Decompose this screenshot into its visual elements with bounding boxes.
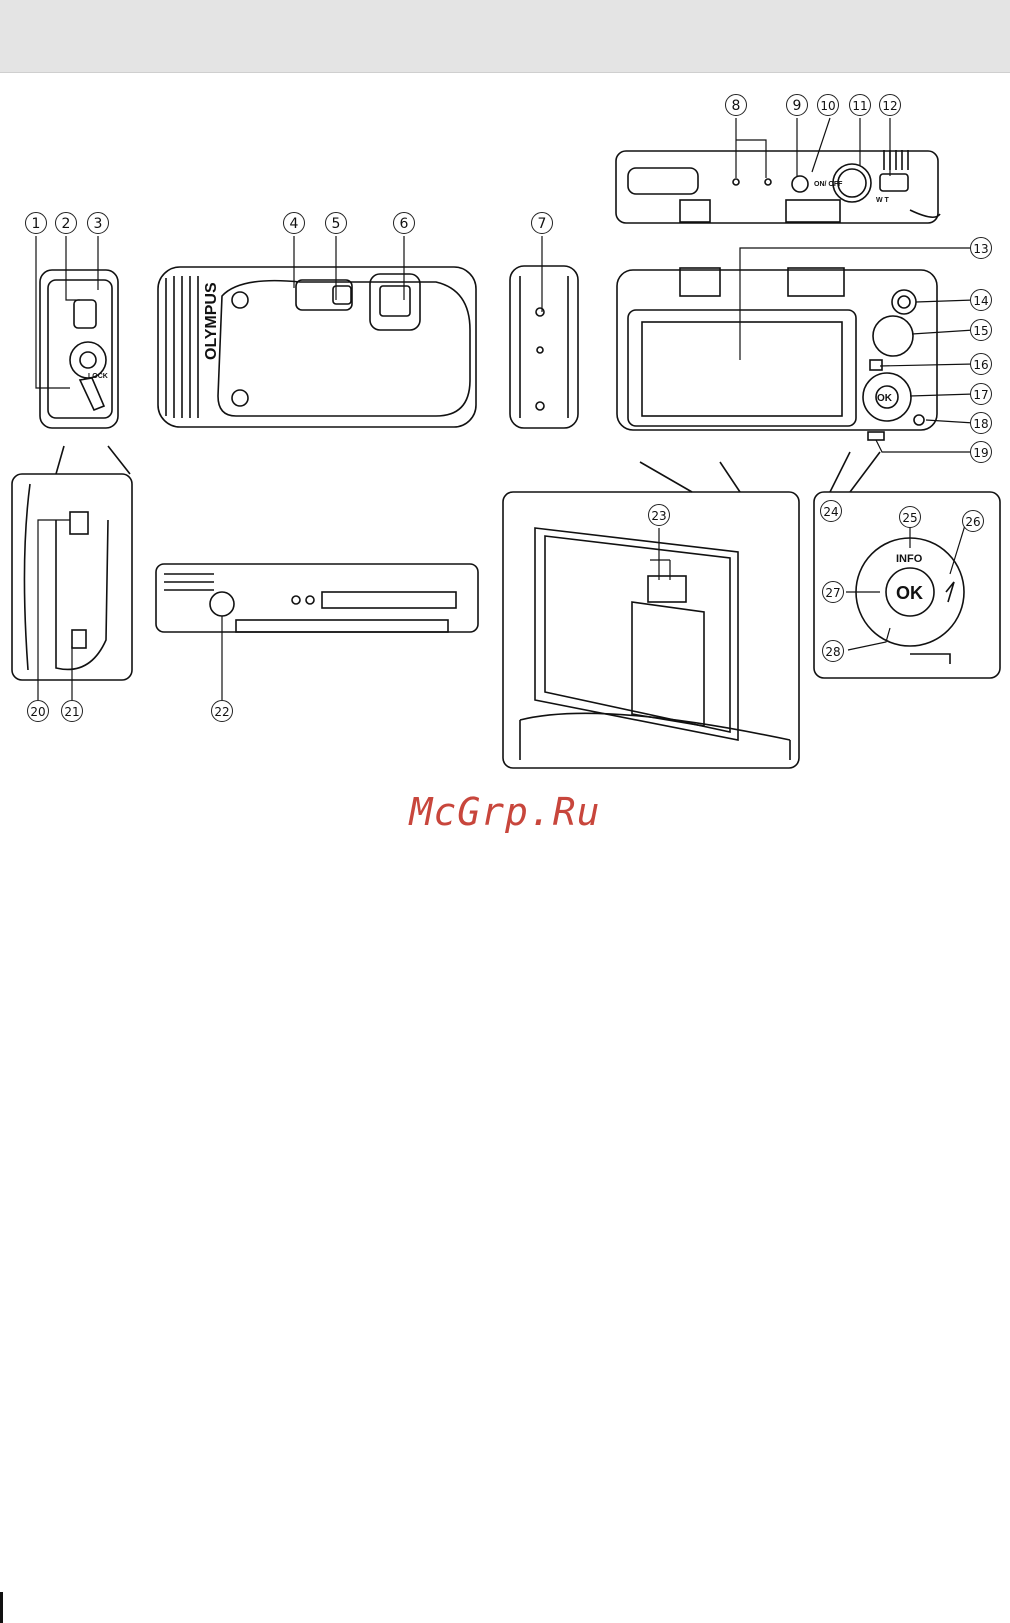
callout-10: 10 bbox=[817, 94, 839, 116]
info-label: INFO bbox=[896, 553, 923, 565]
callout-4: 4 bbox=[283, 212, 305, 234]
camera-back-view: OK bbox=[617, 268, 937, 440]
callout-9: 9 bbox=[786, 94, 808, 116]
callout-5: 5 bbox=[325, 212, 347, 234]
callout-26: 26 bbox=[962, 510, 984, 532]
ok-label-small: OK bbox=[877, 393, 893, 404]
callout-7: 7 bbox=[531, 212, 553, 234]
page-edge-mark bbox=[0, 1592, 3, 1623]
callout-3: 3 bbox=[87, 212, 109, 234]
callout-12: 12 bbox=[879, 94, 901, 116]
callout-25: 25 bbox=[899, 506, 921, 528]
camera-front-view: OLYMPUS bbox=[158, 267, 476, 427]
camera-right-view bbox=[510, 266, 578, 428]
camera-bottom-view bbox=[156, 564, 478, 632]
callout-23: 23 bbox=[648, 504, 670, 526]
callout-17: 17 bbox=[970, 383, 992, 405]
callout-16: 16 bbox=[970, 353, 992, 375]
callout-20: 20 bbox=[27, 700, 49, 722]
callout-15: 15 bbox=[970, 319, 992, 341]
callout-8: 8 bbox=[725, 94, 747, 116]
callout-18: 18 bbox=[970, 412, 992, 434]
callout-13: 13 bbox=[970, 237, 992, 259]
callout-19: 19 bbox=[970, 441, 992, 463]
callout-21: 21 bbox=[61, 700, 83, 722]
callout-1: 1 bbox=[25, 212, 47, 234]
camera-left-view: LOCK bbox=[40, 270, 118, 428]
callout-leader-lines bbox=[36, 118, 974, 700]
callout-14: 14 bbox=[970, 289, 992, 311]
on-off-label: ON/ OFF bbox=[814, 181, 843, 188]
brand-logo: OLYMPUS bbox=[203, 282, 220, 360]
ok-label-large: OK bbox=[896, 583, 923, 603]
callout-2: 2 bbox=[55, 212, 77, 234]
callout-28: 28 bbox=[822, 640, 844, 662]
connector-detail-panel bbox=[12, 446, 132, 680]
callout-22: 22 bbox=[211, 700, 233, 722]
callout-27: 27 bbox=[822, 581, 844, 603]
watermark: McGrp.Ru bbox=[0, 790, 1010, 834]
callout-6: 6 bbox=[393, 212, 415, 234]
camera-top-view: ON/ OFF W T bbox=[616, 150, 940, 223]
callout-11: 11 bbox=[849, 94, 871, 116]
callout-24: 24 bbox=[820, 500, 842, 522]
zoom-label: W T bbox=[876, 197, 890, 204]
lock-label: LOCK bbox=[88, 373, 108, 380]
